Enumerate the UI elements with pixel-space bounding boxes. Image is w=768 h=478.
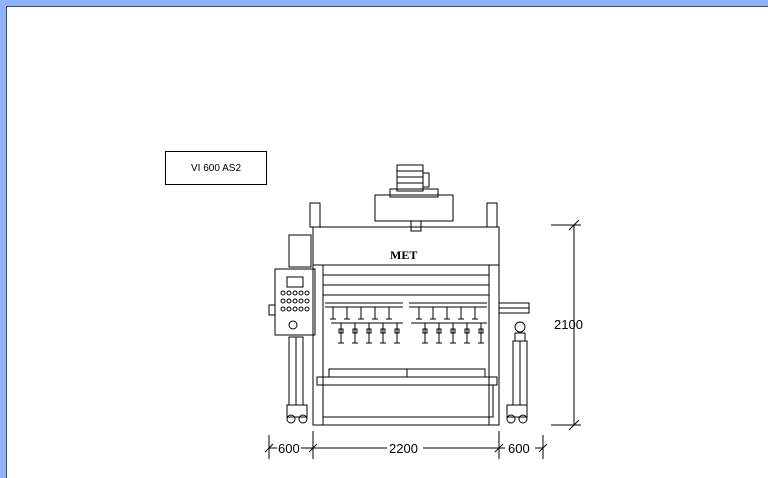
- spindle-upper: [386, 307, 392, 320]
- brand-text: MET: [390, 248, 417, 262]
- panel-button: [298, 290, 304, 296]
- height-dimension: [551, 219, 581, 431]
- spindle-upper: [458, 307, 464, 320]
- spindle-lower: [338, 323, 344, 344]
- spindle-lower: [422, 323, 428, 344]
- panel-button: [304, 306, 310, 312]
- lower-tank: [313, 368, 499, 426]
- spindle-upper: [358, 307, 364, 320]
- panel-button: [298, 306, 304, 312]
- panel-button: [292, 306, 298, 312]
- spindle-upper: [472, 307, 478, 320]
- spindle-lower: [478, 323, 484, 344]
- panel-button: [286, 306, 292, 312]
- spindle-upper: [444, 307, 450, 320]
- spindle-lower: [380, 323, 386, 344]
- model-label: VI 600 AS2: [190, 162, 242, 174]
- panel-button: [280, 290, 286, 296]
- center-width-text: 2200: [389, 441, 418, 456]
- spindle-upper: [344, 307, 350, 320]
- spindle-lower: [450, 323, 456, 344]
- spindle-lower: [352, 323, 358, 344]
- panel-button: [286, 290, 292, 296]
- drawing-canvas: VI 600 AS2 MET: [6, 6, 768, 478]
- spindle-lower: [394, 323, 400, 344]
- right-width-text: 600: [508, 441, 530, 456]
- spindle-upper: [372, 307, 378, 320]
- panel-button: [280, 298, 286, 304]
- spindle-upper: [430, 307, 436, 320]
- model-label-box: VI 600 AS2: [165, 151, 267, 185]
- height-dimension-text: 2100: [554, 317, 583, 332]
- right-cylinder: [498, 302, 530, 424]
- left-width-text: 600: [278, 441, 300, 456]
- left-cylinder: [286, 336, 308, 424]
- spindle-lower: [366, 323, 372, 344]
- width-dimensions: [264, 431, 548, 459]
- spindle-upper: [416, 307, 422, 320]
- spindle-lower: [464, 323, 470, 344]
- machine-drawing: MET: [264, 164, 583, 459]
- panel-button: [304, 298, 310, 304]
- spindle-upper: [330, 307, 336, 320]
- spindle-lower: [436, 323, 442, 344]
- spindle-heads: [325, 302, 487, 344]
- panel-button: [280, 306, 286, 312]
- control-panel: [268, 234, 316, 336]
- panel-button: [286, 298, 292, 304]
- motor-assembly: [374, 164, 454, 232]
- panel-button: [292, 290, 298, 296]
- panel-button: [304, 290, 310, 296]
- machine-frame: [309, 202, 500, 426]
- panel-button: [298, 298, 304, 304]
- panel-button: [292, 298, 298, 304]
